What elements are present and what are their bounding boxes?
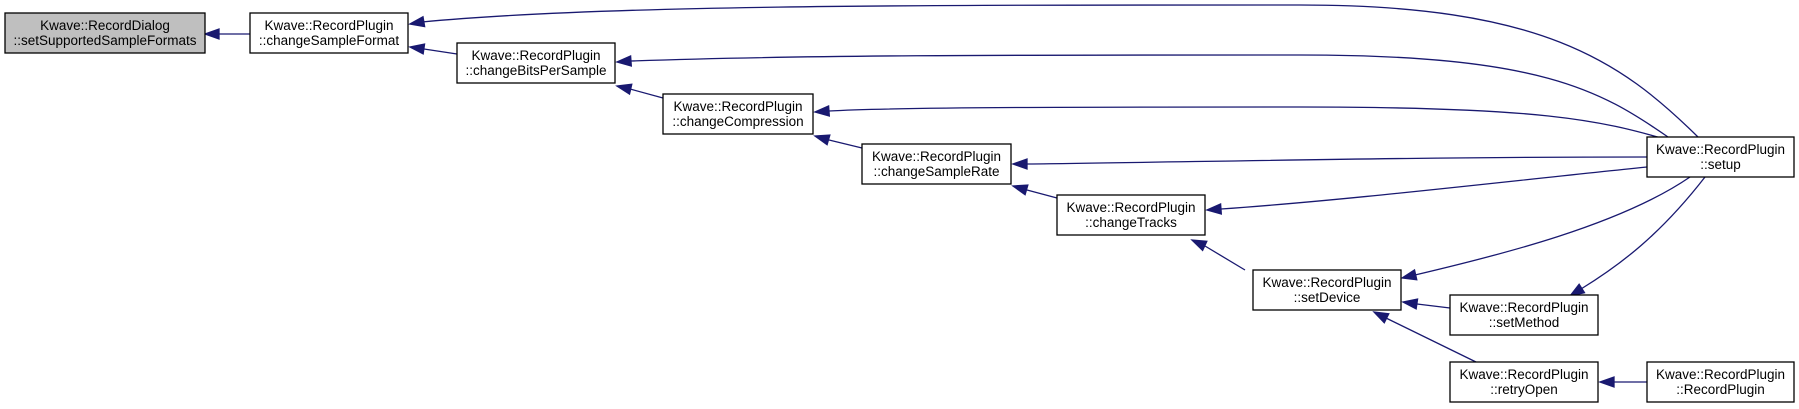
edge-line — [1026, 156, 1648, 165]
edge-changeSampleFormat-to-setSupportedSampleFormats — [203, 28, 250, 40]
node-box — [4, 12, 206, 54]
node-class-label: Kwave::RecordPlugin — [1459, 300, 1588, 315]
node-retryOpen[interactable]: Kwave::RecordPlugin::retryOpen — [1449, 361, 1599, 403]
edge-line — [1026, 189, 1058, 199]
arrowhead-icon — [1205, 203, 1223, 215]
arrowhead-icon — [813, 105, 831, 117]
node-box — [1252, 269, 1402, 311]
node-class-label: Kwave::RecordPlugin — [673, 99, 802, 114]
node-method-label: ::changeSampleRate — [873, 164, 999, 179]
node-class-label: Kwave::RecordPlugin — [1459, 367, 1588, 382]
node-class-label: Kwave::RecordDialog — [40, 18, 170, 33]
node-class-label: Kwave::RecordPlugin — [1262, 275, 1391, 290]
node-box — [1646, 361, 1795, 403]
arrowhead-icon — [1372, 311, 1390, 324]
edge-changeBitsPerSample-to-changeSampleFormat — [408, 43, 458, 55]
arrowhead-icon — [813, 134, 831, 146]
node-layer: Kwave::RecordDialog::setSupportedSampleF… — [4, 12, 1795, 403]
edge-line — [1220, 166, 1648, 210]
node-setSupportedSampleFormats[interactable]: Kwave::RecordDialog::setSupportedSampleF… — [4, 12, 206, 54]
node-RecordPlugin[interactable]: Kwave::RecordPlugin::RecordPlugin — [1646, 361, 1795, 403]
arrowhead-icon — [1401, 298, 1419, 310]
edge-line — [1204, 245, 1246, 271]
node-box — [1646, 136, 1795, 178]
node-box — [456, 42, 616, 84]
edge-setup-to-changeSampleRate — [1011, 156, 1648, 170]
edge-line — [629, 88, 664, 99]
node-changeSampleFormat[interactable]: Kwave::RecordPlugin::changeSampleFormat — [249, 12, 409, 54]
node-box — [662, 93, 814, 135]
edge-setup-to-changeSampleFormat — [408, 4, 1699, 138]
arrowhead-icon — [1400, 268, 1418, 281]
node-setMethod[interactable]: Kwave::RecordPlugin::setMethod — [1449, 294, 1599, 336]
edge-setMethod-to-setDevice — [1401, 298, 1451, 310]
edge-setup-to-changeTracks — [1205, 166, 1648, 215]
arrowhead-icon — [1568, 283, 1586, 298]
edge-RecordPlugin-to-retryOpen — [1598, 376, 1647, 388]
node-class-label: Kwave::RecordPlugin — [264, 18, 393, 33]
edge-setup-to-changeCompression — [813, 105, 1669, 141]
arrowhead-icon — [1190, 239, 1208, 252]
edge-line — [421, 4, 1699, 138]
node-class-label: Kwave::RecordPlugin — [1656, 142, 1785, 157]
edge-line — [423, 48, 458, 55]
node-method-label: ::setup — [1700, 157, 1741, 172]
node-setDevice[interactable]: Kwave::RecordPlugin::setDevice — [1252, 269, 1402, 311]
edge-changeTracks-to-changeSampleRate — [1011, 184, 1058, 199]
node-class-label: Kwave::RecordPlugin — [471, 48, 600, 63]
arrowhead-icon — [203, 28, 220, 40]
node-changeCompression[interactable]: Kwave::RecordPlugin::changeCompression — [662, 93, 814, 135]
arrowhead-icon — [615, 83, 633, 96]
node-method-label: ::changeSampleFormat — [259, 33, 400, 48]
node-changeTracks[interactable]: Kwave::RecordPlugin::changeTracks — [1056, 194, 1206, 236]
edge-setDevice-to-changeTracks — [1190, 239, 1246, 271]
node-method-label: ::changeCompression — [672, 114, 803, 129]
node-class-label: Kwave::RecordPlugin — [872, 149, 1001, 164]
edge-setup-to-setMethod — [1568, 176, 1706, 298]
node-method-label: ::setSupportedSampleFormats — [13, 33, 196, 48]
edge-line — [630, 54, 1669, 138]
edge-line — [828, 139, 863, 149]
edge-setup-to-setDevice — [1400, 176, 1691, 281]
node-method-label: ::changeTracks — [1085, 215, 1177, 230]
edge-changeCompression-to-changeBitsPerSample — [615, 83, 664, 99]
node-box — [1449, 361, 1599, 403]
arrowhead-icon — [1598, 376, 1615, 388]
edge-line — [828, 106, 1669, 141]
edge-setup-to-changeBitsPerSample — [615, 54, 1669, 138]
edge-layer — [203, 4, 1706, 388]
arrowhead-icon — [615, 55, 633, 67]
node-method-label: ::RecordPlugin — [1676, 382, 1765, 397]
node-changeSampleRate[interactable]: Kwave::RecordPlugin::changeSampleRate — [861, 143, 1012, 185]
edge-line — [1414, 176, 1691, 276]
node-box — [1056, 194, 1206, 236]
node-method-label: ::setMethod — [1489, 315, 1560, 330]
node-setup[interactable]: Kwave::RecordPlugin::setup — [1646, 136, 1795, 178]
edge-line — [1416, 303, 1451, 309]
edge-changeSampleRate-to-changeCompression — [813, 134, 863, 149]
node-class-label: Kwave::RecordPlugin — [1066, 200, 1195, 215]
node-box — [861, 143, 1012, 185]
arrowhead-icon — [1011, 158, 1028, 170]
node-changeBitsPerSample[interactable]: Kwave::RecordPlugin::changeBitsPerSample — [456, 42, 616, 84]
node-method-label: ::setDevice — [1294, 290, 1361, 305]
edge-retryOpen-to-setDevice — [1372, 311, 1477, 363]
arrowhead-icon — [408, 43, 426, 55]
arrowhead-icon — [1011, 184, 1029, 196]
node-box — [249, 12, 409, 54]
node-method-label: ::retryOpen — [1490, 382, 1558, 397]
node-class-label: Kwave::RecordPlugin — [1656, 367, 1785, 382]
arrowhead-icon — [408, 15, 426, 28]
node-method-label: ::changeBitsPerSample — [465, 63, 606, 78]
edge-line — [1385, 317, 1477, 363]
edge-line — [1580, 176, 1706, 290]
node-box — [1449, 294, 1599, 336]
